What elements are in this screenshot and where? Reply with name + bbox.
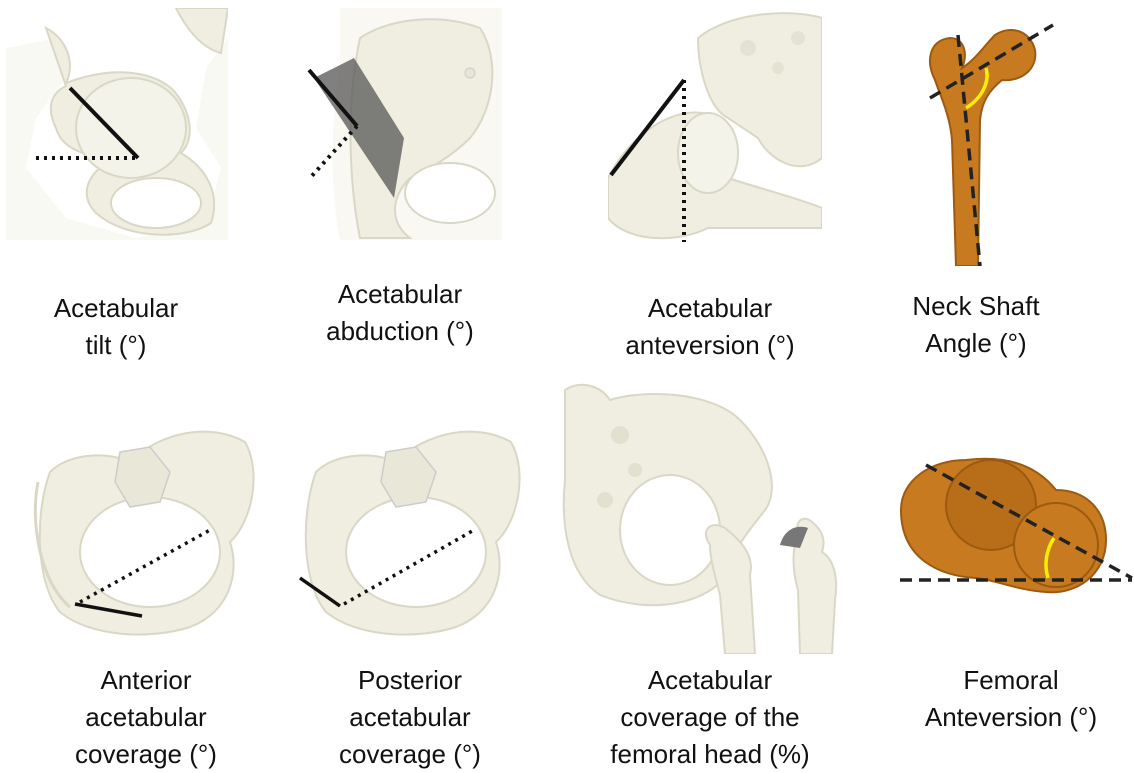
femoral-anteversion-image [896, 450, 1134, 600]
acetabular-anteversion-image [608, 8, 822, 248]
anterior-coverage-image [30, 412, 262, 640]
femoral-head-coverage-image [560, 380, 860, 654]
neck-shaft-angle-image [910, 20, 1070, 266]
acetabular-tilt-image [6, 8, 228, 240]
posterior-coverage-image [296, 412, 528, 640]
acetabular-abduction-image [300, 8, 502, 240]
